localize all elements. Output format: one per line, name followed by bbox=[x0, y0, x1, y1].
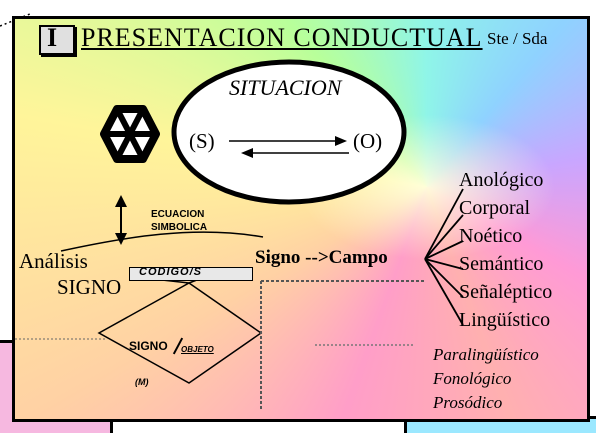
analisis-label: Análisis bbox=[19, 249, 88, 273]
campo-linguistico: Lingüístico bbox=[459, 309, 551, 331]
campo-noetico: Noético bbox=[459, 225, 523, 247]
campo-senaleptico: Señaléptico bbox=[459, 281, 553, 303]
campo-corporal: Corporal bbox=[459, 197, 531, 219]
section-number: I bbox=[47, 23, 58, 52]
situation-title: SITUACION bbox=[229, 75, 342, 100]
hexagon-structure bbox=[15, 105, 464, 409]
signo-campo-label: Signo -->Campo bbox=[255, 247, 388, 268]
signo-objeto-signo: SIGNO bbox=[129, 339, 168, 353]
presentation-title: PRESENTACION CONDUCTUAL bbox=[81, 23, 483, 52]
ecuacion-line1: ECUACION bbox=[151, 209, 205, 220]
codigo-bar bbox=[129, 267, 253, 281]
situation-s: (S) bbox=[189, 129, 215, 153]
hexagon-icon bbox=[100, 105, 160, 163]
codigo-label: CODIGO/S bbox=[139, 266, 203, 278]
situation-o: (O) bbox=[353, 129, 383, 153]
subcampo-prosodico: Prosódico bbox=[433, 393, 503, 412]
signo-objeto-objeto: OBJETO bbox=[181, 345, 214, 354]
signo-objeto-m: (M) bbox=[135, 377, 149, 387]
subcampo-fonologico: Fonológico bbox=[433, 369, 512, 388]
section-number-box bbox=[39, 25, 75, 55]
signo-label: SIGNO bbox=[57, 275, 122, 299]
ecuacion-line2: SIMBOLICA bbox=[151, 222, 208, 233]
subcampo-paralinguistico: Paralingüístico bbox=[433, 345, 539, 364]
slide-panel: I PRESENTACION CONDUCTUAL Ste / Sda SITU… bbox=[12, 16, 590, 422]
campo-semantico: Semántico bbox=[459, 253, 544, 275]
campo-anologico: Anológico bbox=[459, 169, 544, 191]
situation-ellipse bbox=[171, 59, 407, 205]
ste-sda-label: Ste / Sda bbox=[487, 29, 548, 48]
